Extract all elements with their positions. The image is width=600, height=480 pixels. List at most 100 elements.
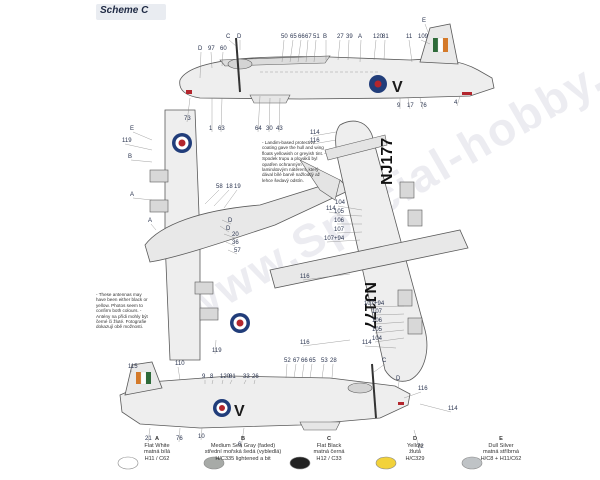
fin-flash-bottom-white: [140, 371, 147, 385]
legend-name-en: Medium Sea Gray (faded): [210, 442, 276, 449]
callout-label: 114: [310, 130, 320, 136]
fin-flash-white: [437, 37, 444, 53]
callout-label: 114: [448, 406, 458, 412]
leader-line: [221, 219, 232, 225]
callout-label: 50: [281, 34, 288, 40]
legend-letter: D: [412, 436, 418, 442]
leader-line: [200, 427, 203, 441]
engine-right-4: [407, 317, 423, 335]
callout-label: 106: [372, 318, 383, 324]
serial-right-top: NJ177: [379, 138, 396, 185]
leader-line: [221, 51, 224, 67]
leader-line: [220, 97, 223, 133]
nose-marker-bottom: [398, 402, 404, 405]
leader-line: [293, 363, 297, 379]
callout-label: D: [396, 376, 401, 382]
leader-line: [132, 197, 153, 201]
leader-line: [407, 97, 411, 110]
callout-label: C: [382, 358, 387, 364]
callout-label: 39: [346, 34, 353, 40]
callout-label: 107+94: [364, 301, 385, 307]
leader-line: [419, 97, 424, 110]
leader-line: [383, 39, 386, 61]
callout-label: 105: [334, 209, 345, 215]
engine-right-1: [399, 181, 415, 199]
callout-label: 120: [220, 374, 231, 380]
engine-left-4: [199, 307, 219, 321]
scheme-tag: [96, 4, 166, 20]
callout-label: 27: [337, 34, 344, 40]
red-marker-top: [186, 90, 192, 94]
callout-label: 8: [210, 374, 214, 380]
callout-label: 105: [372, 327, 383, 333]
callout-label: 10: [198, 434, 205, 440]
leader-line: [301, 363, 305, 379]
leader-line: [337, 39, 341, 61]
leader-line: [229, 379, 233, 385]
leader-line: [313, 39, 317, 63]
leader-line: [177, 366, 181, 381]
callout-label: 60: [220, 46, 227, 52]
roundel-left-lower-red: [236, 319, 244, 327]
callout-label: 18: [226, 184, 233, 190]
leader-line: [328, 211, 341, 215]
callout-label: D: [228, 218, 233, 224]
leader-line: [210, 51, 213, 69]
fin-flash-bottom-orange: [136, 372, 141, 384]
legend-swatch-c: [289, 456, 311, 470]
callout-label: 76: [420, 103, 427, 109]
engine-nacelle-top: [227, 58, 253, 70]
callout-label: D: [237, 34, 242, 40]
callout-label: 67: [305, 34, 312, 40]
side-view-bottom: V: [119, 361, 411, 431]
engine-left-3: [194, 281, 214, 295]
legend-swatch-d: [375, 456, 397, 470]
callout-label: 116: [418, 386, 428, 392]
callout-label: 119: [212, 348, 222, 354]
leader-line: [302, 273, 351, 281]
callout-label: 66: [298, 34, 305, 40]
legend-code: H11 / C62: [144, 455, 170, 462]
leader-line: [326, 239, 361, 243]
leader-line: [285, 363, 288, 379]
tail-stripe-top: [462, 92, 472, 95]
callout-label: 107+94: [324, 236, 345, 242]
leader-line: [204, 189, 220, 205]
leader-line: [305, 39, 309, 63]
leader-line: [321, 363, 325, 379]
callout-label: 53: [321, 358, 328, 364]
leader-line: [221, 379, 224, 385]
callout-label: 19: [234, 184, 241, 190]
fin-flash-orange: [443, 38, 448, 52]
callout-label: 72: [417, 444, 424, 450]
leader-line: [240, 427, 245, 449]
leader-line: [420, 39, 431, 45]
callout-label: 65: [309, 358, 316, 364]
leader-line: [366, 305, 405, 308]
scheme-word: Scheme: [100, 5, 139, 16]
callout-label: 58: [216, 184, 223, 190]
callout-label: 4: [454, 100, 458, 106]
leader-line: [374, 329, 405, 334]
leader-line: [211, 379, 214, 385]
scheme-label: Scheme C: [100, 5, 148, 16]
leader-line: [150, 223, 157, 231]
callout-label: 51: [313, 34, 320, 40]
legend-code: H/C329: [405, 455, 425, 462]
callout-label: 110: [175, 361, 185, 367]
callout-label: 21: [145, 436, 152, 442]
legend-name-cz: matná bílá: [143, 449, 171, 456]
engine-nacelle-bottom: [347, 382, 373, 394]
legend-letter: E: [499, 436, 503, 442]
callout-label: 9: [202, 374, 206, 380]
callout-label: 106: [334, 218, 345, 224]
leader-line: [214, 339, 217, 355]
callout-label: B: [323, 34, 327, 40]
hull-bottom-fuselage: [119, 375, 411, 429]
leader-line: [132, 131, 153, 141]
legend-letter: B: [240, 436, 246, 442]
callout-label: 119: [122, 138, 132, 144]
legend-name-cz: matná černá: [313, 449, 345, 456]
